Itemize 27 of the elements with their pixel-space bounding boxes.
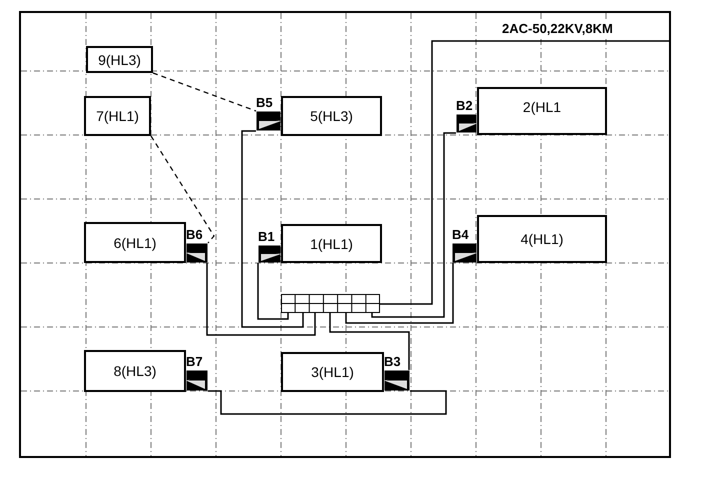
- breaker-label: B7: [186, 355, 203, 369]
- cable-line: [329, 313, 410, 370]
- load-box: 6(HL1): [84, 222, 186, 263]
- cable-line: [380, 40, 670, 305]
- dashed-line: [152, 72, 256, 112]
- load-box: 7(HL1): [84, 96, 151, 136]
- cable-line: [371, 132, 456, 318]
- breaker-label: B1: [258, 230, 275, 244]
- cable-label: 2AC-50,22KV,8KM: [500, 21, 615, 36]
- dashed-line: [150, 136, 215, 244]
- cable-line: [241, 130, 304, 328]
- breaker-label: B2: [456, 99, 473, 113]
- breaker-label: B5: [256, 96, 273, 110]
- load-box: 3(HL1): [281, 352, 384, 392]
- load-box: 8(HL3): [84, 350, 186, 392]
- load-box: 9(HL3): [86, 46, 153, 73]
- cable-line: [257, 263, 289, 320]
- load-box: 1(HL1): [281, 224, 382, 263]
- load-box: 5(HL3): [281, 96, 382, 136]
- breaker-label: B3: [384, 355, 401, 369]
- cable-line: [208, 390, 447, 415]
- breaker-label: B4: [452, 228, 469, 242]
- load-box: 4(HL1): [477, 215, 607, 263]
- cable-line: [206, 263, 316, 336]
- breaker-label: B6: [186, 228, 203, 242]
- cable-line: [345, 263, 454, 324]
- load-box: 2(HL1: [477, 87, 607, 135]
